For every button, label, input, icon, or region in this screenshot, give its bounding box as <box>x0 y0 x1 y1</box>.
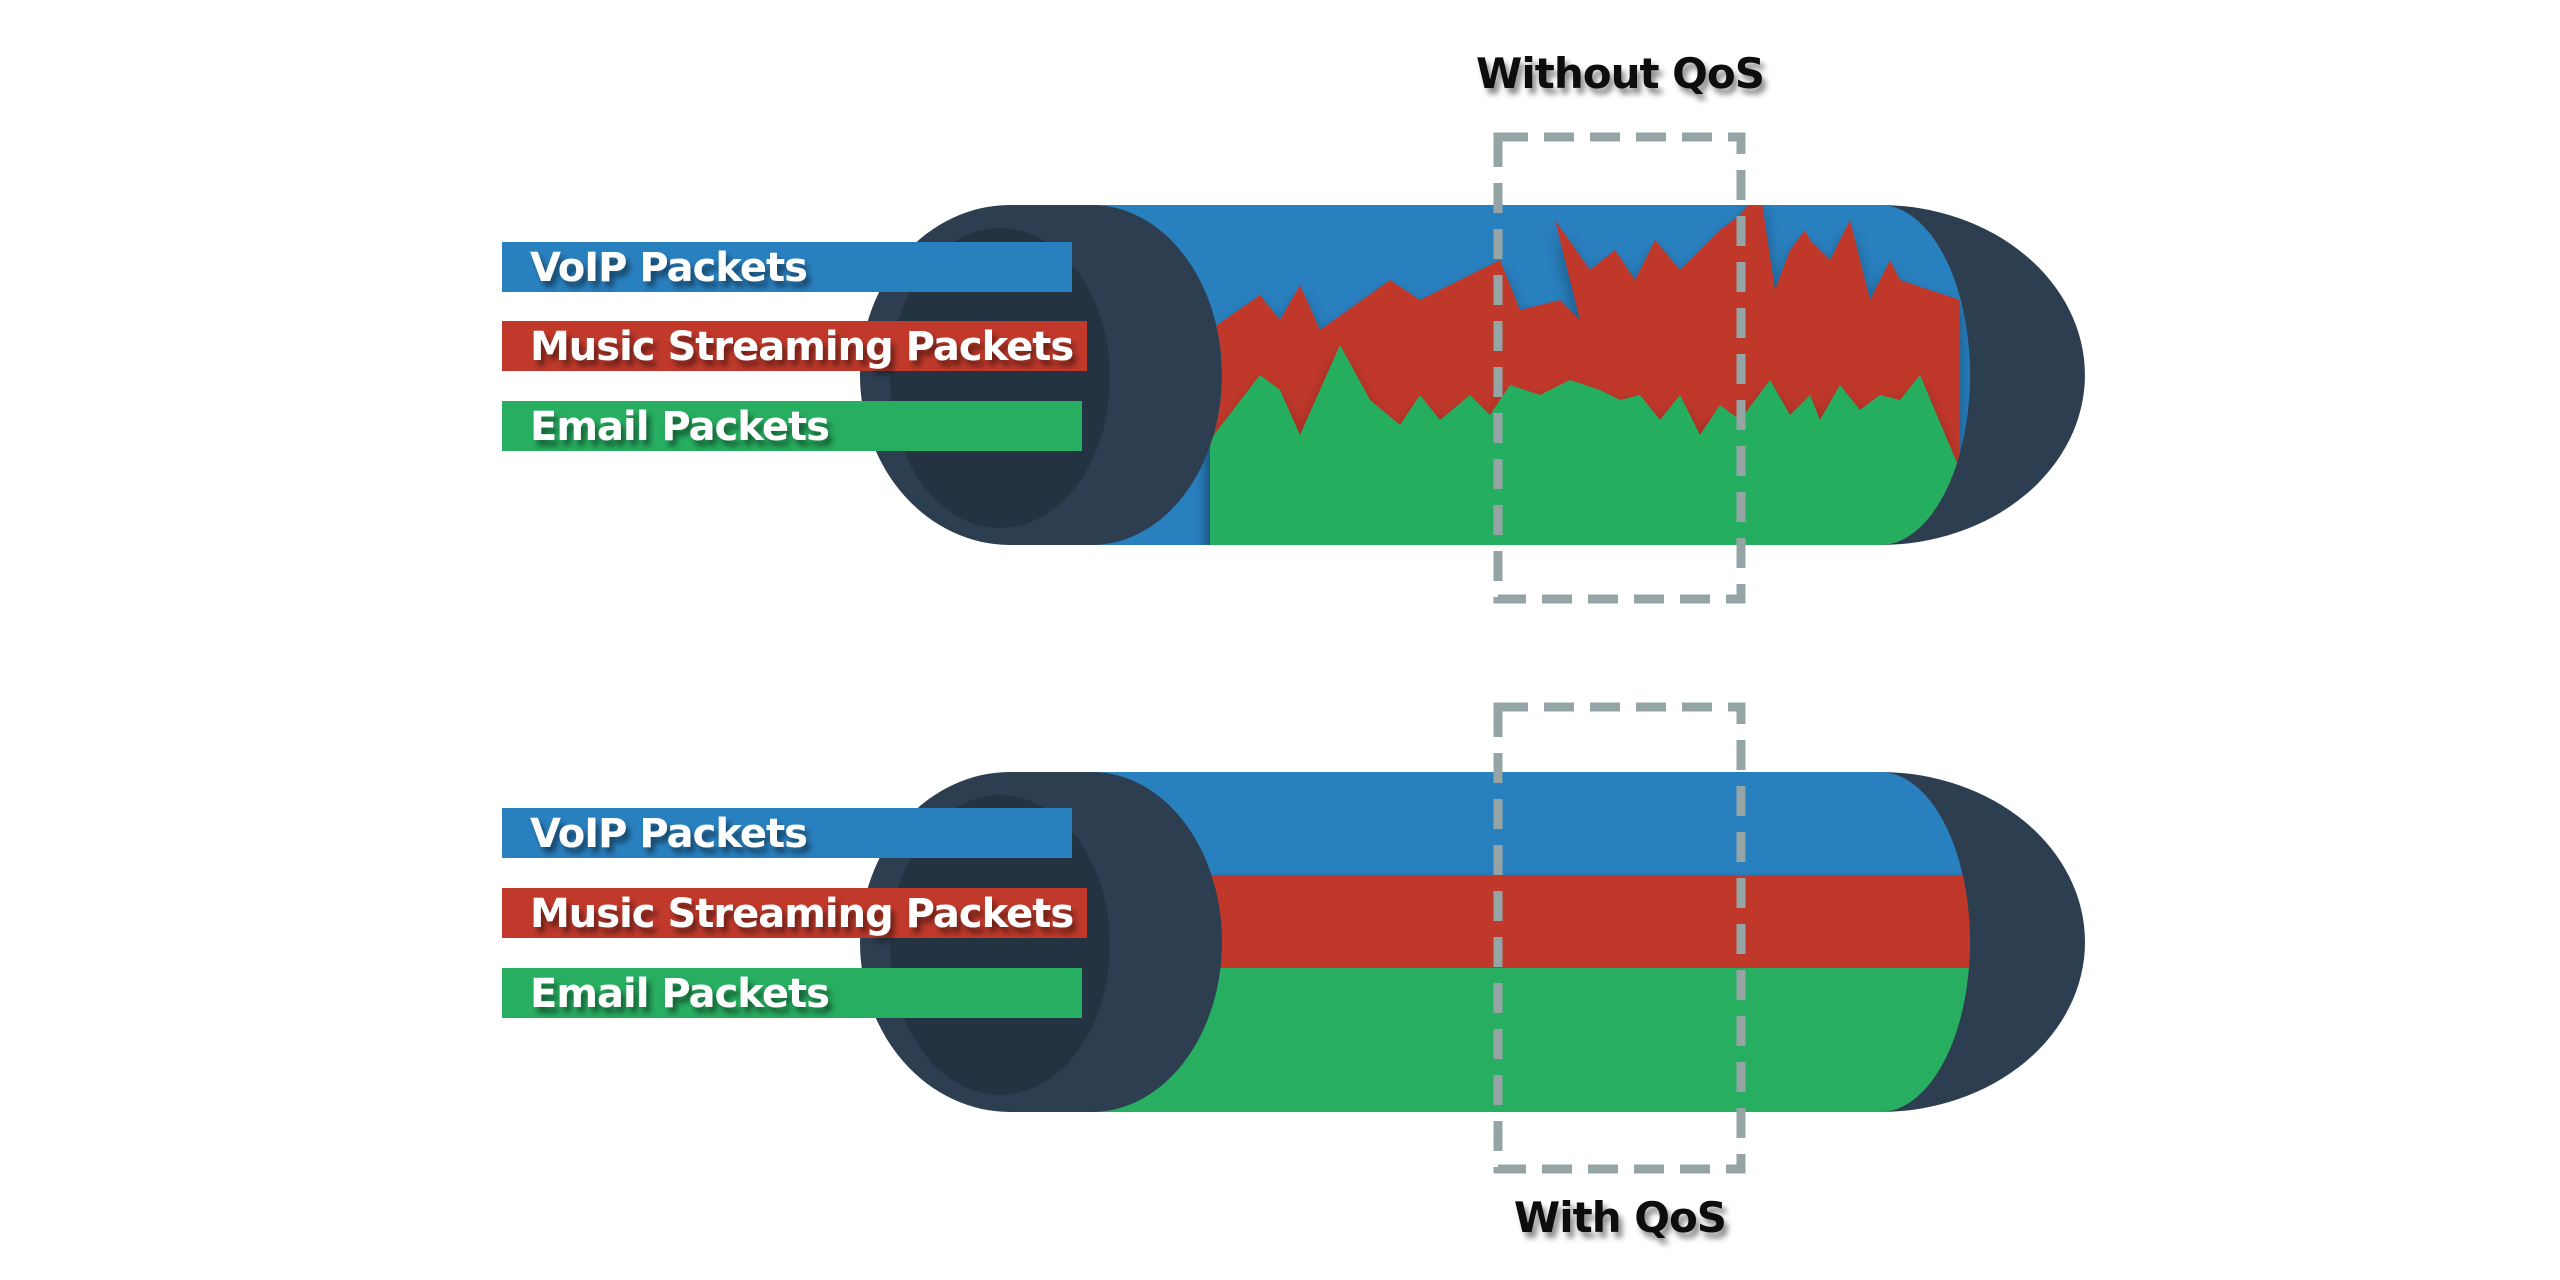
bottom-label-music: Music Streaming Packets <box>502 888 1087 938</box>
bottom-title: With QoS <box>1514 1193 1726 1242</box>
top-label-email-bar <box>502 401 1082 451</box>
bottom-email-stream <box>1092 968 1970 1112</box>
bottom-label-voip-bar <box>502 808 1072 858</box>
top-title: Without QoS <box>1476 49 1764 98</box>
bottom-label-music-bar <box>502 888 1087 938</box>
bottom-label-email-bar <box>502 968 1082 1018</box>
top-label-email-text: Email Packets <box>530 404 829 450</box>
bottom-label-email: Email Packets <box>502 968 1082 1018</box>
top-label-voip-text: VoIP Packets <box>530 245 807 291</box>
bottom-voip-stream <box>1092 772 1970 885</box>
top-label-music: Music Streaming Packets <box>502 321 1087 371</box>
bottom-label-email-text: Email Packets <box>530 971 829 1017</box>
top-label-voip-bar <box>502 242 1072 292</box>
bottom-panel: VoIP Packets Music Streaming Packets Ema… <box>502 702 2085 1242</box>
bottom-label-music-text: Music Streaming Packets <box>530 891 1073 937</box>
top-label-music-bar <box>502 321 1087 371</box>
top-label-email: Email Packets <box>502 401 1082 451</box>
bottom-music-stream <box>1092 875 1970 970</box>
top-pipe-inner <box>890 228 1110 528</box>
top-label-voip: VoIP Packets <box>502 242 1072 292</box>
bottom-label-voip: VoIP Packets <box>502 808 1072 858</box>
top-dashed-box <box>1493 132 1746 604</box>
top-email-stream <box>1210 345 1960 545</box>
bottom-dashed-box <box>1493 702 1746 1174</box>
bottom-label-voip-text: VoIP Packets <box>530 811 807 857</box>
bottom-pipe-inner <box>890 795 1110 1095</box>
top-label-music-text: Music Streaming Packets <box>530 324 1073 370</box>
top-panel: VoIP Packets Music Streaming Packets Ema… <box>502 49 2085 604</box>
